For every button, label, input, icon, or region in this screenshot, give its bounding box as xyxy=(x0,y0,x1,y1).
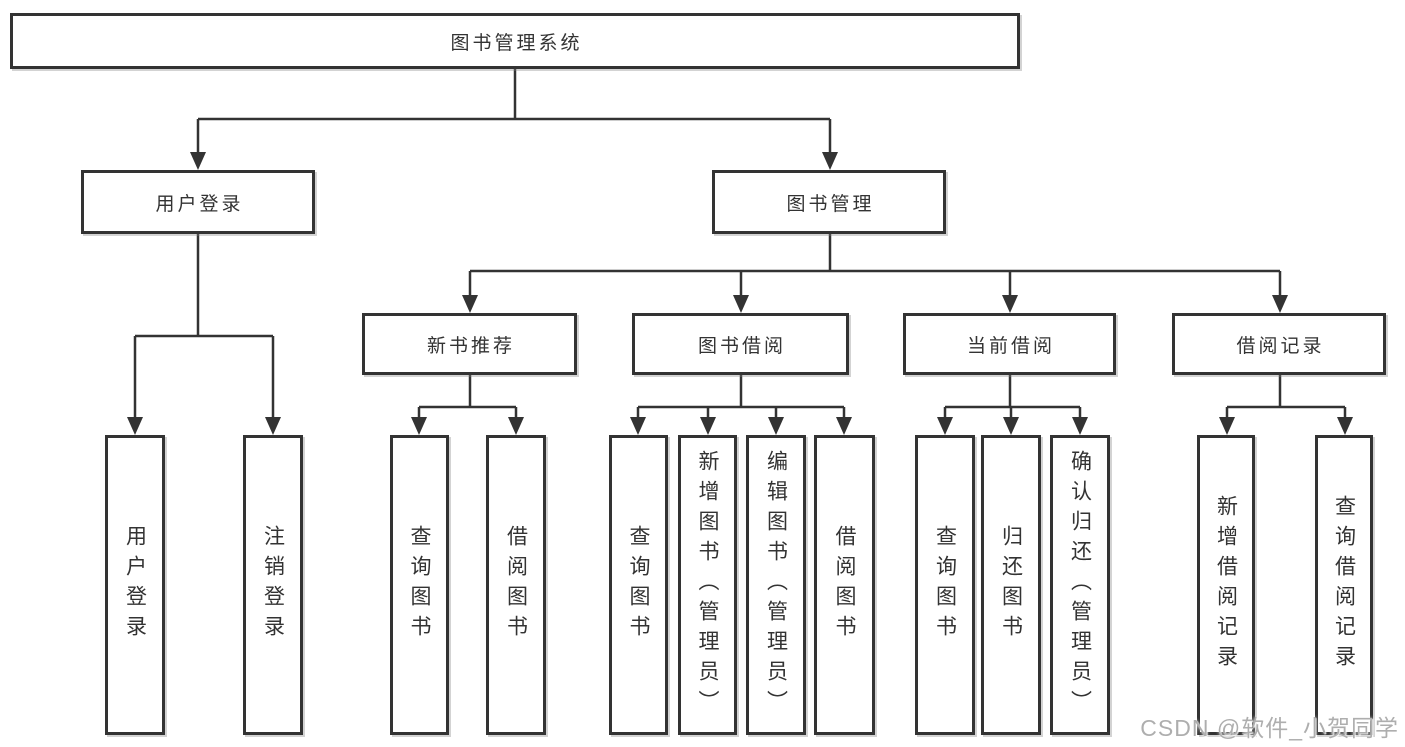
leaf-borrow-books: 借阅图书 xyxy=(814,435,875,735)
node-label: 新书推荐 xyxy=(426,335,515,357)
leaf-query-books-borrow: 查询图书 xyxy=(609,435,668,735)
leaf-label: 用户登录 xyxy=(123,525,147,645)
leaf-label: 借阅图书 xyxy=(833,525,856,645)
leaf-query-books-current: 查询图书 xyxy=(915,435,975,735)
leaf-label: 查询图书 xyxy=(933,525,957,645)
leaf-label: 借阅图书 xyxy=(504,525,528,645)
leaf-label: 查询借阅记录 xyxy=(1332,495,1356,675)
node-new-book-recommendation: 新书推荐 xyxy=(362,313,577,375)
leaf-label: 归还图书 xyxy=(999,525,1023,645)
leaf-query-books-recommend: 查询图书 xyxy=(390,435,449,735)
node-user-login: 用户登录 xyxy=(81,170,315,234)
leaf-confirm-return-admin: 确认归还（管理员） xyxy=(1050,435,1110,735)
node-current-borrowing: 当前借阅 xyxy=(903,313,1116,375)
node-book-borrowing: 图书借阅 xyxy=(632,313,849,375)
connector-segments xyxy=(133,68,1347,419)
leaf-add-borrow-record: 新增借阅记录 xyxy=(1197,435,1255,735)
leaf-label: 注销登录 xyxy=(261,525,285,645)
leaf-label: 确认归还（管理员） xyxy=(1068,450,1092,720)
leaf-label: 新增图书（管理员） xyxy=(696,450,719,720)
node-label: 图书借阅 xyxy=(697,335,786,357)
leaf-return-book: 归还图书 xyxy=(981,435,1041,735)
csdn-watermark: CSDN @软件_小贺同学 xyxy=(1140,715,1399,741)
leaf-label: 新增借阅记录 xyxy=(1214,495,1238,675)
leaf-borrow-books-recommend: 借阅图书 xyxy=(486,435,546,735)
leaf-query-borrow-record: 查询借阅记录 xyxy=(1315,435,1373,735)
node-label: 图书管理系统 xyxy=(450,32,583,54)
leaf-label: 查询图书 xyxy=(627,525,650,645)
node-label: 当前借阅 xyxy=(966,335,1055,357)
leaf-label: 编辑图书（管理员） xyxy=(764,450,788,720)
leaf-edit-book-admin: 编辑图书（管理员） xyxy=(746,435,806,735)
node-label: 借阅记录 xyxy=(1236,335,1325,357)
node-book-management: 图书管理 xyxy=(712,170,946,234)
node-borrowing-records: 借阅记录 xyxy=(1172,313,1386,375)
leaf-label: 查询图书 xyxy=(408,525,431,645)
node-label: 用户登录 xyxy=(155,193,244,215)
leaf-user-login: 用户登录 xyxy=(105,435,165,735)
node-label: 图书管理 xyxy=(786,193,875,215)
leaf-add-book-admin: 新增图书（管理员） xyxy=(678,435,737,735)
node-library-system: 图书管理系统 xyxy=(10,13,1020,69)
leaf-logout: 注销登录 xyxy=(243,435,303,735)
